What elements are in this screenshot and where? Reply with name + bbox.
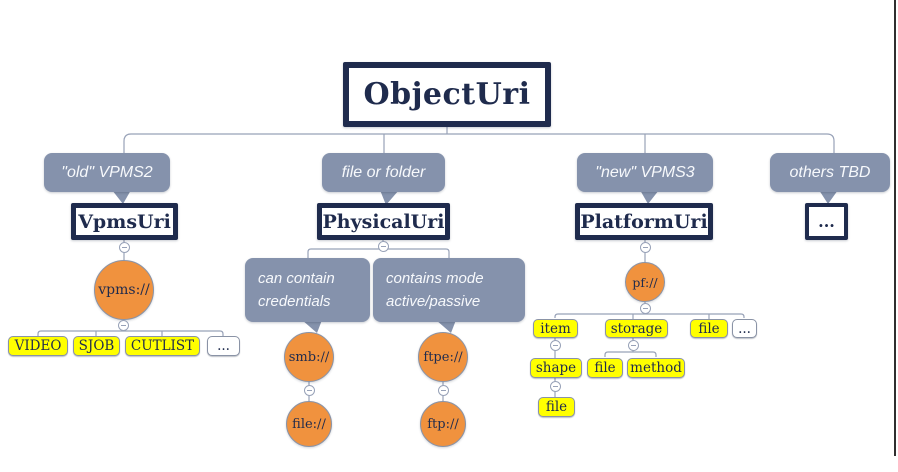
circle-smb-scheme[interactable]: smb://	[284, 332, 334, 382]
collapse-toggle-icon[interactable]	[550, 340, 561, 351]
callout-contains-mode[interactable]: contains mode active/passive	[373, 258, 525, 322]
node-method[interactable]: method	[627, 358, 685, 378]
callout-can-contain-credentials[interactable]: can contain credentials	[245, 258, 370, 322]
node-shape[interactable]: shape	[530, 358, 582, 378]
slide-edge-line	[894, 0, 896, 456]
callout-line: contains mode	[386, 270, 484, 287]
callout-old-vpms2[interactable]: "old" VPMS2	[44, 153, 170, 192]
collapse-toggle-icon[interactable]	[119, 242, 130, 253]
node-platform-ellipsis[interactable]: ...	[732, 319, 757, 338]
collapse-toggle-icon[interactable]	[640, 303, 651, 314]
node-physicaluri[interactable]: PhysicalUri	[317, 203, 450, 240]
node-item[interactable]: item	[533, 319, 578, 338]
node-platformuri[interactable]: PlatformUri	[575, 203, 713, 240]
node-file-top[interactable]: file	[690, 319, 728, 338]
node-cutlist[interactable]: CUTLIST	[125, 336, 200, 356]
collapse-toggle-icon[interactable]	[378, 241, 389, 252]
node-storage-file[interactable]: file	[587, 358, 623, 378]
collapse-toggle-icon[interactable]	[438, 385, 449, 396]
circle-vpms-scheme[interactable]: vpms://	[94, 260, 154, 320]
collapse-toggle-icon[interactable]	[118, 320, 129, 331]
callout-line: active/passive	[386, 293, 481, 310]
callout-others-tbd[interactable]: others TBD	[770, 153, 890, 192]
callout-tails	[112, 190, 838, 333]
circle-file-scheme[interactable]: file://	[286, 401, 332, 447]
callout-line: can contain	[258, 270, 335, 287]
node-vpmsuri[interactable]: VpmsUri	[71, 203, 178, 240]
collapse-toggle-icon[interactable]	[304, 385, 315, 396]
callout-new-vpms3[interactable]: "new" VPMS3	[577, 153, 713, 192]
node-vpms-ellipsis[interactable]: ...	[207, 336, 240, 356]
circle-ftpe-scheme[interactable]: ftpe://	[418, 332, 468, 382]
collapse-toggle-icon[interactable]	[550, 381, 561, 392]
node-shape-file[interactable]: file	[538, 397, 575, 417]
node-storage[interactable]: storage	[605, 319, 668, 338]
callout-line: credentials	[258, 293, 331, 310]
circle-pf-scheme[interactable]: pf://	[625, 262, 665, 302]
node-others-ellipsis[interactable]: ...	[805, 203, 848, 240]
node-video[interactable]: VIDEO	[8, 336, 68, 356]
circle-ftp-scheme[interactable]: ftp://	[420, 401, 466, 447]
collapse-toggle-icon[interactable]	[640, 242, 651, 253]
callout-file-or-folder[interactable]: file or folder	[322, 153, 445, 192]
collapse-toggle-icon[interactable]	[628, 340, 639, 351]
node-objecturi[interactable]: ObjectUri	[343, 62, 551, 127]
node-sjob[interactable]: SJOB	[73, 336, 120, 356]
